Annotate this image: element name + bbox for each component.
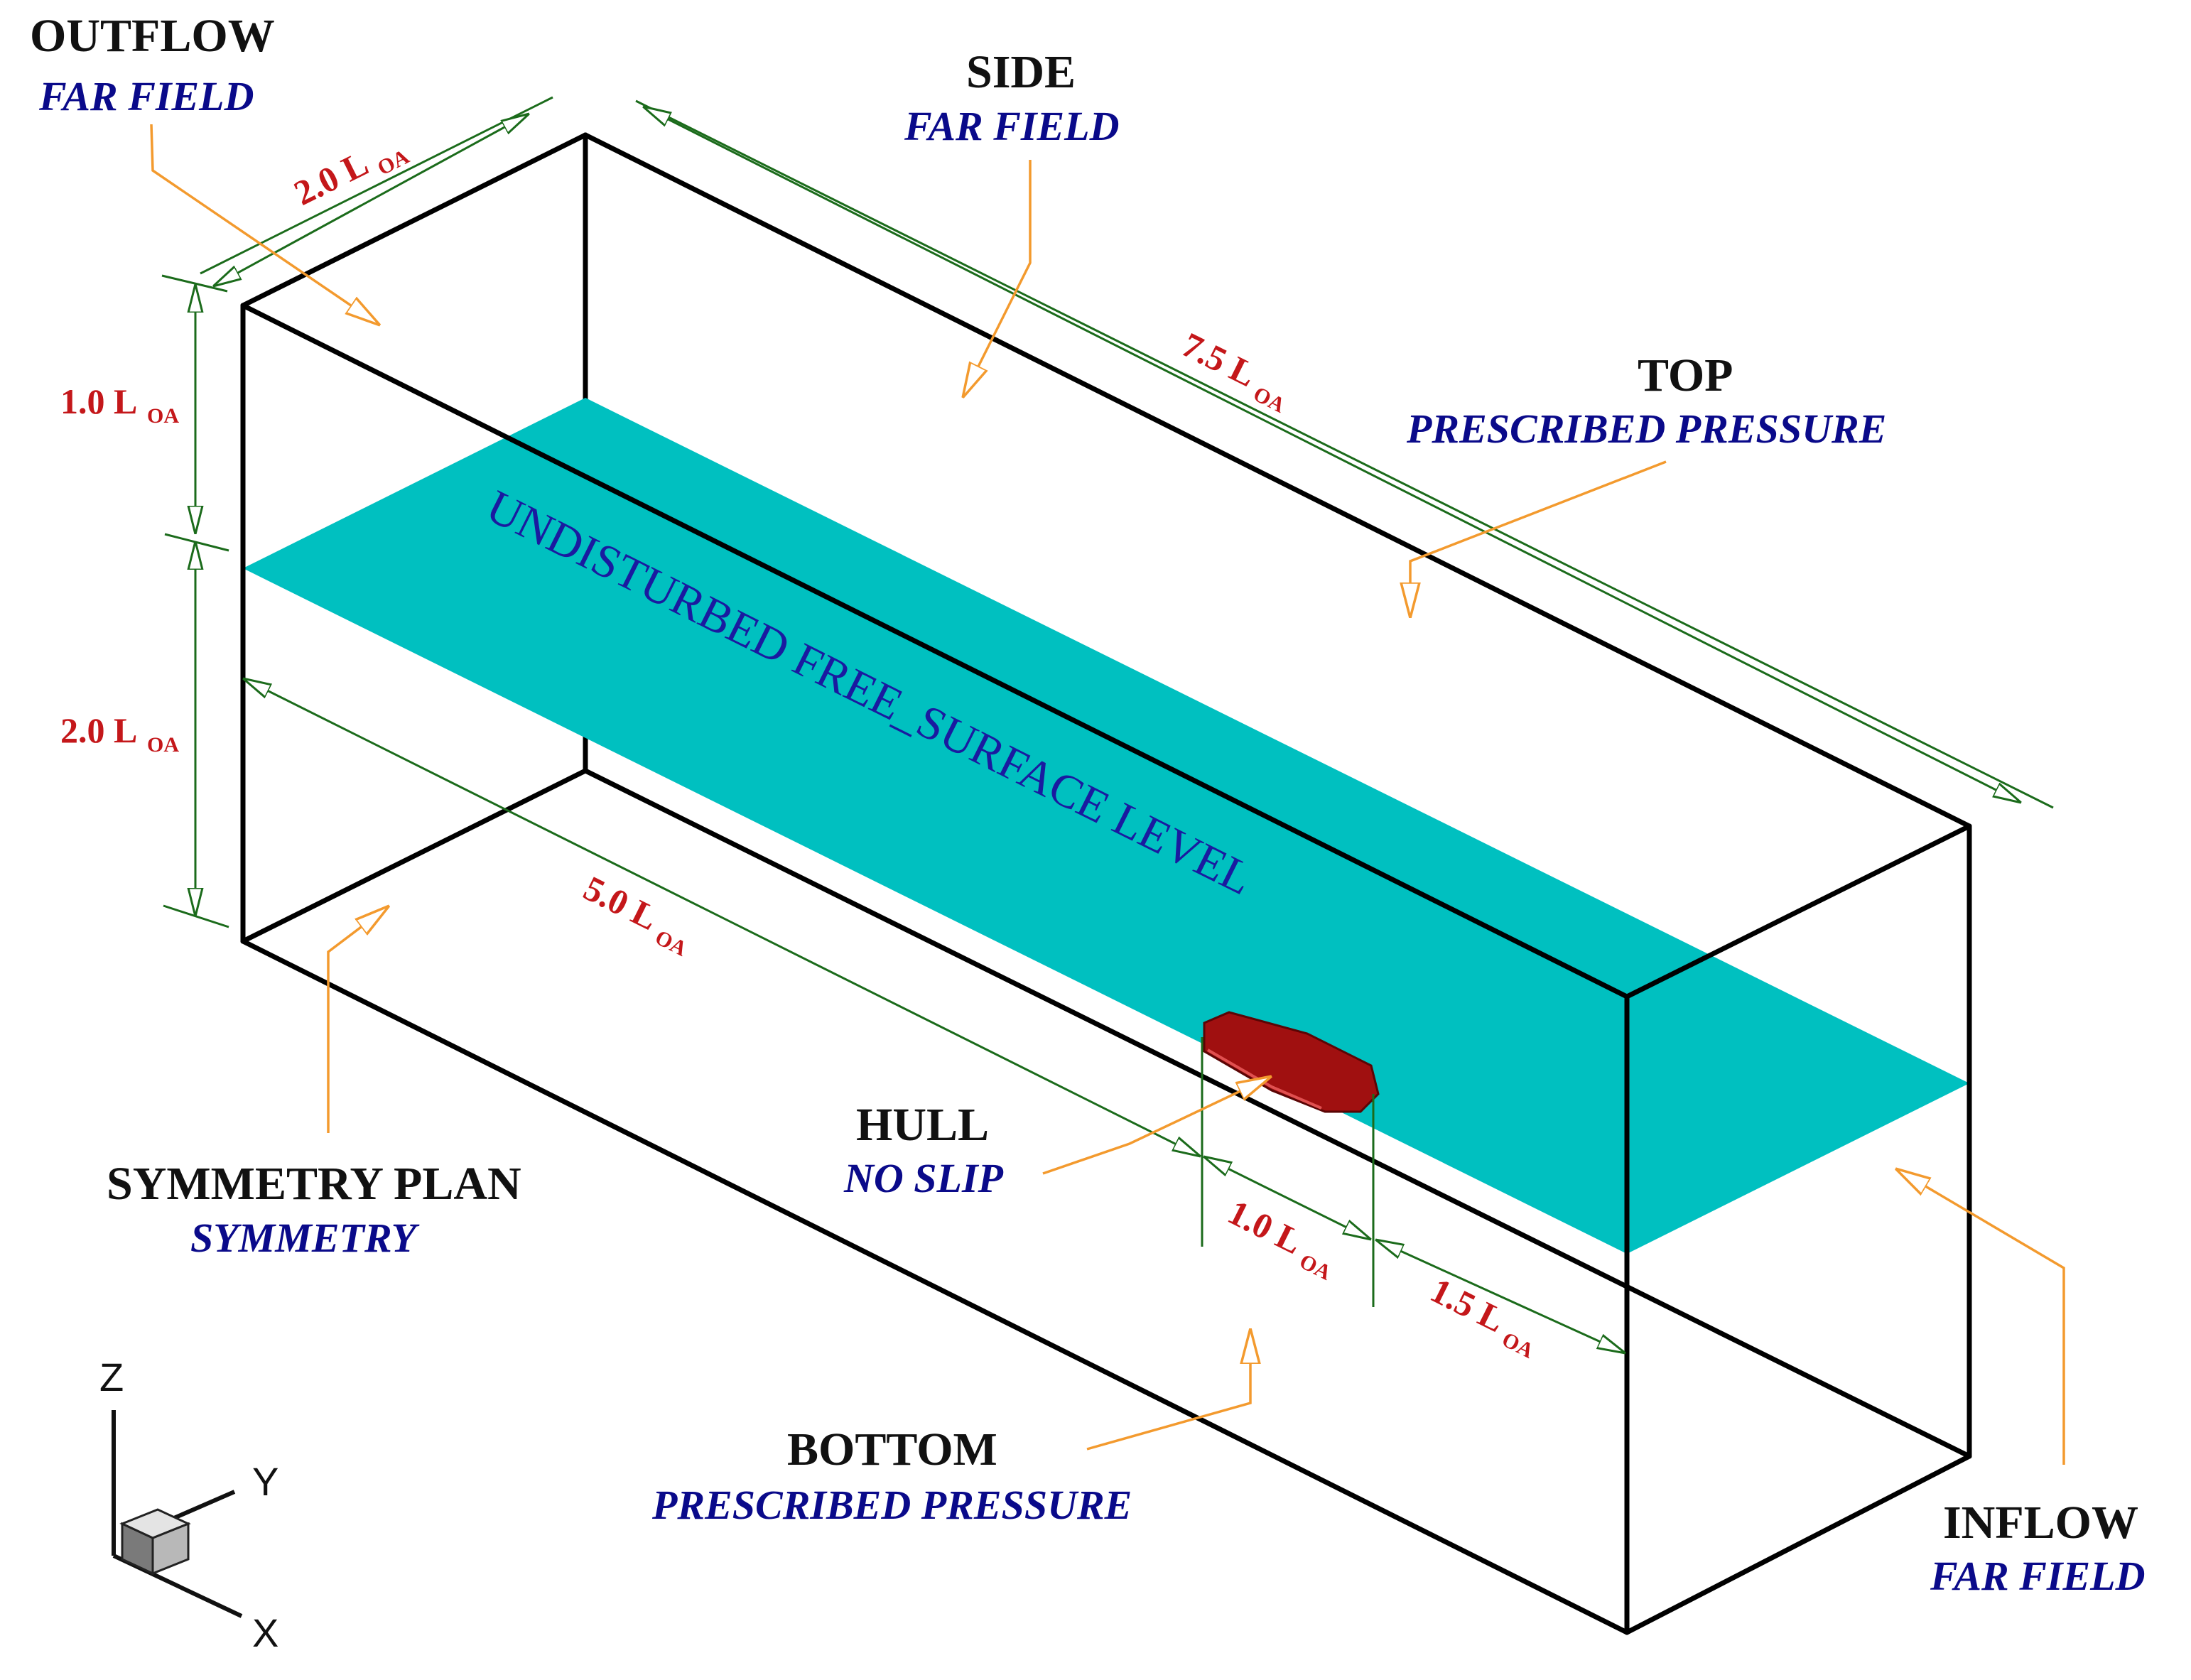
dim-width-value: 2.0 L [288, 143, 374, 212]
dim-length-value: 7.5 L [1176, 325, 1262, 394]
dim-upstream-value: 5.0 L [578, 868, 664, 938]
dim-label-height-top: 1.0 L OA [60, 381, 179, 428]
inflow-label-group: INFLOW FAR FIELD [1930, 1497, 2146, 1599]
axis-cube-top [119, 1508, 191, 1539]
side-bc-label: FAR FIELD [904, 103, 1120, 149]
symmetry-label-group: SYMMETRY PLAN SYMMETRY [107, 1158, 521, 1261]
bottom-leader [1086, 1328, 1250, 1451]
top-bc-label: PRESCRIBED PRESSURE [1406, 406, 1886, 452]
top-label-group: TOP PRESCRIBED PRESSURE [1406, 349, 1886, 452]
axis-z-label: Z [99, 1355, 124, 1399]
dim-label-downstream: 1.5 L OA [1424, 1270, 1537, 1363]
side-leader [963, 160, 1032, 398]
bottom-bc-label: PRESCRIBED PRESSURE [651, 1482, 1132, 1528]
symmetry-bc-label: SYMMETRY [190, 1215, 420, 1261]
hull-bc-label: NO SLIP [843, 1155, 1004, 1201]
inflow-leader [1895, 1169, 2065, 1465]
symmetry-label: SYMMETRY PLAN [107, 1158, 521, 1210]
dim-height-top-value: 1.0 L [60, 381, 137, 421]
dim-label-height-bottom: 2.0 L OA [60, 710, 179, 757]
axis-triad: Z Y X [99, 1355, 278, 1655]
side-label: SIDE [966, 46, 1076, 98]
dim-label-length: 7.5 L OA [1176, 325, 1289, 418]
hull-label: HULL [856, 1099, 989, 1151]
side-label-group: SIDE FAR FIELD [904, 46, 1120, 149]
dim-upstream-sub: OA [651, 926, 691, 961]
top-label: TOP [1638, 349, 1733, 401]
dim-label-hull-length: 1.0 L OA [1222, 1192, 1335, 1285]
outflow-leader [150, 124, 380, 325]
hull-label-group: HULL NO SLIP [843, 1099, 1004, 1201]
leader-arrows [150, 124, 2065, 1465]
dim-label-upstream: 5.0 L OA [578, 868, 691, 961]
bottom-label-group: BOTTOM PRESCRIBED PRESSURE [651, 1424, 1132, 1528]
symmetry-leader [327, 906, 389, 1133]
axis-y-label: Y [252, 1459, 278, 1504]
outflow-label-group: OUTFLOW FAR FIELD [30, 10, 275, 119]
dimension-lines [161, 96, 2054, 1353]
outflow-label: OUTFLOW [30, 10, 275, 62]
top-leader [1410, 460, 1667, 618]
dim-height-bottom-value: 2.0 L [60, 710, 137, 750]
dim-height-bottom-sub: OA [147, 733, 179, 757]
dim-height-top-sub: OA [147, 404, 179, 428]
dim-label-width: 2.0 L OA [288, 143, 413, 212]
inflow-label: INFLOW [1943, 1497, 2138, 1549]
dim-hull-length-sub: OA [1296, 1250, 1335, 1285]
dim-downstream-sub: OA [1498, 1328, 1537, 1363]
outflow-bc-label: FAR FIELD [38, 73, 254, 119]
dim-length-sub: OA [1250, 382, 1289, 418]
dim-width-sub: OA [374, 145, 413, 180]
bottom-label: BOTTOM [787, 1424, 997, 1475]
axis-x-label: X [252, 1610, 278, 1655]
inflow-bc-label: FAR FIELD [1930, 1553, 2146, 1599]
hull-leader [1042, 1076, 1272, 1175]
